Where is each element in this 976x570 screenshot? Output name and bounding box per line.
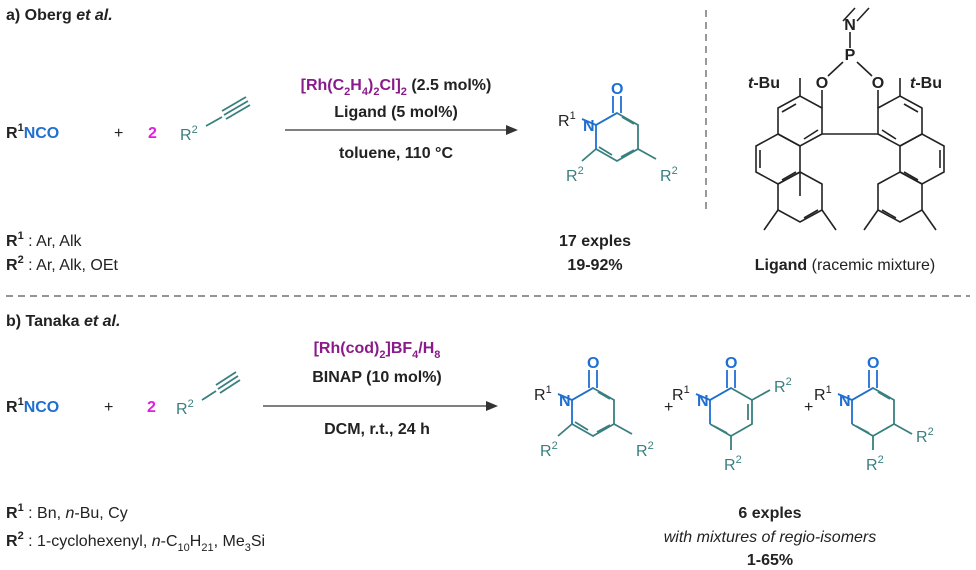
alkyne-triple-bond-a — [205, 96, 251, 127]
section-a-label: a) Oberg et al. — [6, 7, 113, 24]
ligand-caption: Ligand (racemic mixture) — [755, 257, 935, 274]
plus-sign-b3: + — [804, 399, 813, 416]
pyridone-product-a — [581, 96, 657, 163]
plus-sign-b2: + — [664, 399, 673, 416]
product-b3-r2-bottom: R2 — [866, 454, 884, 474]
catalyst-b: [Rh(cod)2]BF4/H8 — [314, 340, 441, 361]
ligand-atom-o-left: O — [816, 75, 828, 92]
r2-definition-a: R2 : Ar, Alk, OEt — [6, 254, 119, 274]
atom-n-product-b1: N — [559, 393, 571, 410]
regioisomer-note-b: with mixtures of regio-isomers — [664, 529, 877, 546]
ligand-atom-p: P — [845, 47, 856, 64]
product-b3-r1: R1 — [814, 384, 832, 404]
reaction-arrow-a — [285, 125, 518, 135]
conditions-b: DCM, r.t., 24 h — [324, 421, 430, 438]
ligand-atom-o-right: O — [872, 75, 884, 92]
product-b1-r1: R1 — [534, 384, 552, 404]
ligand-tbu-right: t-Bu — [910, 75, 942, 92]
coefficient-a: 2 — [148, 125, 157, 142]
reaction-arrow-b — [263, 401, 498, 411]
atom-n-product-b3: N — [839, 393, 851, 410]
ligand-loading-b: BINAP (10 mol%) — [312, 369, 442, 386]
plus-sign-a: + — [114, 125, 123, 142]
catalyst-a: [Rh(C2H4)2Cl]2 (2.5 mol%) — [301, 77, 492, 98]
plus-sign-b: + — [104, 399, 113, 416]
product-b1-r2-left: R2 — [540, 440, 558, 460]
atom-o-product-a: O — [611, 81, 623, 98]
alkyne-r2-a: R2 — [180, 124, 198, 144]
product-b2-r1: R1 — [672, 384, 690, 404]
yield-range-b: 1-65% — [747, 552, 793, 569]
section-b-label: b) Tanaka et al. — [6, 313, 120, 330]
product-b1-r2-right: R2 — [636, 440, 654, 460]
phosphoramidite-ligand-structure — [755, 7, 945, 231]
pyridone-product-b3 — [837, 370, 913, 450]
atom-o-product-b1: O — [587, 355, 599, 372]
atom-n-product-b2: N — [697, 393, 709, 410]
product-a-r1: R1 — [558, 110, 576, 130]
ligand-loading-a: Ligand (5 mol%) — [334, 104, 458, 121]
example-count-b: 6 exples — [738, 505, 801, 522]
r2-definition-b: R2 : 1-cyclohexenyl, n-C10H21, Me3Si — [6, 530, 265, 554]
pyridone-product-b1 — [557, 370, 633, 438]
r1-definition-b: R1 : Bn, n-Bu, Cy — [6, 502, 128, 522]
r1-definition-a: R1 : Ar, Alk — [6, 230, 82, 250]
product-a-r2-right: R2 — [660, 165, 678, 185]
reactant-isocyanate-b: R1NCO — [6, 396, 59, 416]
product-b3-r2-right: R2 — [916, 426, 934, 446]
alkyne-r2-b: R2 — [176, 398, 194, 418]
product-b2-r2-bottom: R2 — [724, 454, 742, 474]
product-a-r2-left: R2 — [566, 165, 584, 185]
ligand-tbu-left: t-Bu — [748, 75, 780, 92]
atom-o-product-b3: O — [867, 355, 879, 372]
pyridone-product-b2 — [695, 370, 771, 450]
conditions-a: toluene, 110 °C — [339, 145, 453, 162]
reactant-isocyanate-a: R1NCO — [6, 122, 59, 142]
alkyne-triple-bond-b — [201, 371, 241, 401]
ligand-atom-n: N — [844, 17, 856, 34]
atom-n-product-a: N — [583, 118, 595, 135]
example-count-a: 17 exples — [559, 233, 631, 250]
product-b2-r2-top: R2 — [774, 376, 792, 396]
yield-range-a: 19-92% — [567, 257, 622, 274]
coefficient-b: 2 — [147, 399, 156, 416]
atom-o-product-b2: O — [725, 355, 737, 372]
